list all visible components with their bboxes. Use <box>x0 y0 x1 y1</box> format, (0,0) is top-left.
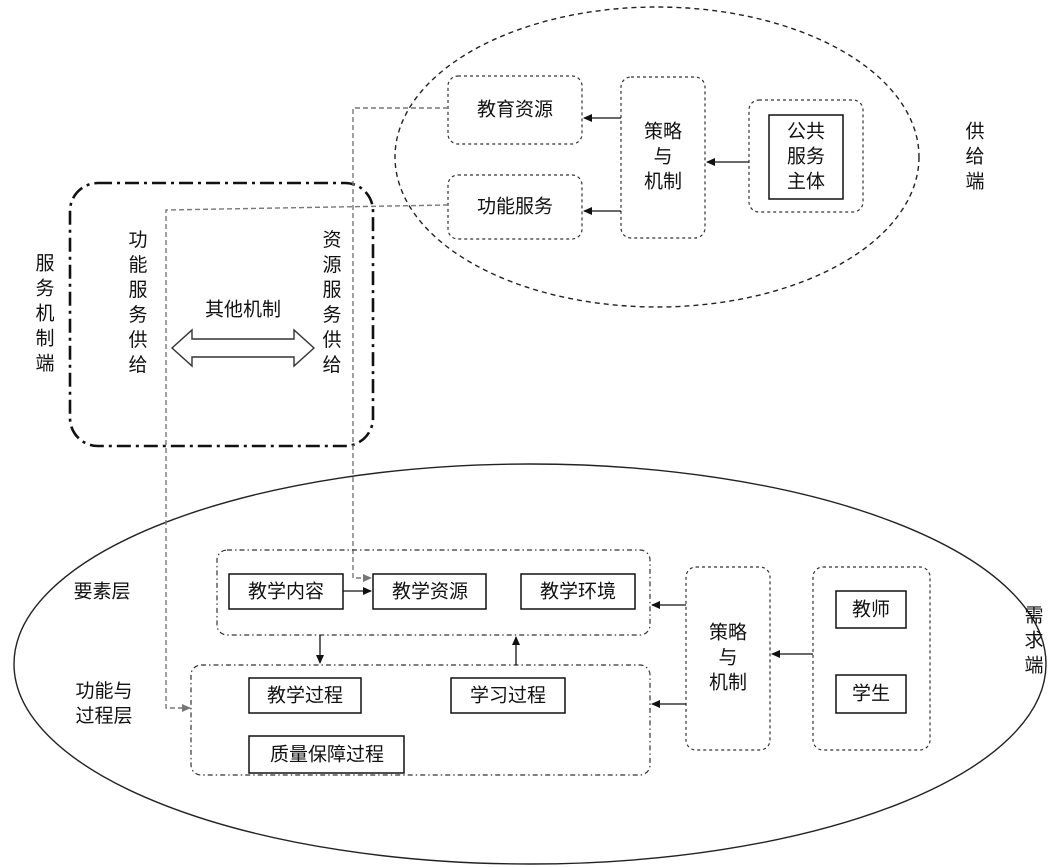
resource-supply-connector <box>352 107 448 582</box>
quality-process-label: 质量保障过程 <box>269 743 385 766</box>
mechanism-side-label: 服 务 机 制 端 <box>35 252 55 375</box>
demand-ellipse <box>13 463 1047 865</box>
public-subject-outer-box <box>748 99 864 213</box>
teacher-box <box>835 590 907 629</box>
double-arrow-icon <box>170 328 316 368</box>
public-subject-label: 公共 服务 主体 <box>786 120 826 193</box>
element-layer-label: 要素层 <box>73 580 131 603</box>
student-label: 学生 <box>851 682 891 705</box>
teaching-content-label: 教学内容 <box>247 580 325 603</box>
learning-process-box <box>450 677 566 714</box>
teaching-env-box <box>520 573 636 610</box>
learning-process-label: 学习过程 <box>469 684 547 707</box>
teaching-resources-box <box>372 573 487 610</box>
process-layer-box <box>190 664 651 776</box>
func-services-box <box>447 174 583 240</box>
supply-strategy-label: 策略 与 机制 <box>643 120 683 193</box>
other-mechanism-label: 其他机制 <box>204 298 282 321</box>
public-subject-inner-box <box>768 114 844 200</box>
teaching-resources-label: 教学资源 <box>391 580 469 603</box>
function-supply-connector <box>165 204 449 712</box>
quality-process-box <box>248 735 405 774</box>
teaching-process-label: 教学过程 <box>266 684 344 707</box>
edu-resources-box <box>447 75 583 145</box>
func-services-label: 功能服务 <box>476 195 554 218</box>
process-layer-label: 功能与 过程层 <box>75 680 133 727</box>
teaching-process-box <box>248 677 362 714</box>
demand-strategy-box <box>685 566 771 751</box>
resource-supply-label: 资 源 服 务 供 给 <box>322 229 342 376</box>
supply-ellipse <box>394 6 920 308</box>
supply-side-label: 供 给 端 <box>965 120 985 193</box>
supply-strategy-box <box>620 76 706 239</box>
function-supply-label: 功 能 服 务 供 给 <box>128 229 148 376</box>
edu-resources-label: 教育资源 <box>476 98 554 121</box>
teaching-env-label: 教学环境 <box>539 580 617 603</box>
demand-side-label: 需 求 端 <box>1024 604 1044 677</box>
element-layer-box <box>216 549 651 636</box>
demand-strategy-label: 策略 与 机制 <box>708 621 748 694</box>
student-box <box>835 674 907 714</box>
teacher-label: 教师 <box>851 598 891 621</box>
teacher-student-box <box>812 566 931 751</box>
